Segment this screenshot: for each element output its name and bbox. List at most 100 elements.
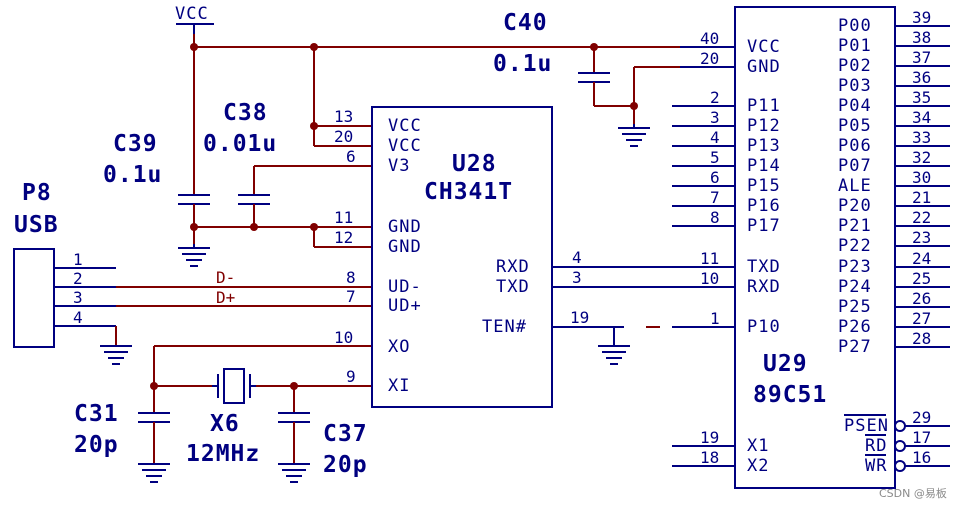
c38-value: 0.01u <box>203 131 277 157</box>
u29-pin-number: 3 <box>710 108 720 127</box>
u28-pin-10: 10 <box>334 328 353 347</box>
u29-pin-name: P05 <box>838 116 872 136</box>
u29-pin-number: 36 <box>912 68 931 87</box>
p8-ref: P8 <box>22 180 52 206</box>
u28-part: CH341T <box>424 179 513 205</box>
p8-pin-lines <box>54 267 372 346</box>
u29-pin-number: 20 <box>700 49 719 68</box>
u28-pin-name-txd: TXD <box>496 277 530 297</box>
u29-pin-number: 24 <box>912 249 931 268</box>
u29-pin-name: P06 <box>838 136 872 156</box>
u28-pin-name-xi: XI <box>388 376 410 396</box>
u29-inversion-bubble <box>894 440 906 452</box>
u29-pin-number: 37 <box>912 48 931 67</box>
u29-pin-name: X1 <box>747 436 769 456</box>
u28-chip-body <box>371 106 553 408</box>
u28-pin-name-ten: TEN# <box>482 317 527 337</box>
u29-pin-number: 29 <box>912 408 931 427</box>
u28-pin-name-vcc20: VCC <box>388 136 422 156</box>
vcc-rail <box>190 43 680 195</box>
net-dminus: D- <box>216 268 235 287</box>
x6-ref: X6 <box>210 411 240 437</box>
u29-pin-name: P02 <box>838 56 872 76</box>
u28-pin-11: 11 <box>334 208 353 227</box>
u29-pin-name: P00 <box>838 16 872 36</box>
u28-pin-name-gnd12: GND <box>388 237 422 257</box>
c40-ref: C40 <box>503 10 548 36</box>
u29-pin-number: 27 <box>912 309 931 328</box>
u28-pin-name-udp: UD+ <box>388 296 422 316</box>
u28-pin-name-rxd: RXD <box>496 257 530 277</box>
p8-usb-connector <box>13 248 55 348</box>
u29-pin-number: 30 <box>912 168 931 187</box>
u29-pin-number: 32 <box>912 148 931 167</box>
u29-ref: U29 <box>763 351 808 377</box>
u29-inversion-bubble <box>894 420 906 432</box>
u28-pin-name-xo: XO <box>388 337 410 357</box>
u29-pin-name: P10 <box>747 317 781 337</box>
u29-pin-name: PSEN <box>844 416 889 436</box>
u29-pin-number: 28 <box>912 329 931 348</box>
u29-pin-number: 33 <box>912 128 931 147</box>
u28-pin-13: 13 <box>334 107 353 126</box>
p8-value: USB <box>14 212 59 238</box>
c39-value: 0.1u <box>103 162 162 188</box>
u29-pin-number: 1 <box>710 309 720 328</box>
u29-pin-name: P13 <box>747 136 781 156</box>
u28-pin-19: 19 <box>570 308 589 327</box>
u28-pin-name-vcc13: VCC <box>388 116 422 136</box>
c39-capacitor <box>178 194 210 244</box>
u29-pin-name: VCC <box>747 37 781 57</box>
u29-pin-name: WR <box>865 456 887 476</box>
u29-pin-number: 38 <box>912 28 931 47</box>
u29-pin-name: RXD <box>747 277 781 297</box>
u29-pin-number: 16 <box>912 448 931 467</box>
u29-pin-name: P04 <box>838 96 872 116</box>
c38-capacitor <box>238 165 372 227</box>
u29-pin-name: ALE <box>838 176 872 196</box>
u29-pin-name: P27 <box>838 337 872 357</box>
u29-pin-name: P07 <box>838 156 872 176</box>
x6-value: 12MHz <box>186 441 260 467</box>
u29-chip-body <box>734 6 896 489</box>
u28-ground-net <box>190 223 372 248</box>
p8-pin-3: 3 <box>73 288 83 307</box>
c31-value: 20p <box>74 432 119 458</box>
u29-pin-number: 21 <box>912 188 931 207</box>
u28-pin-7: 7 <box>346 287 356 306</box>
c37-value: 20p <box>323 452 368 478</box>
p8-pin-2: 2 <box>73 269 83 288</box>
c38-ref: C38 <box>223 100 268 126</box>
u29-pin-name: X2 <box>747 456 769 476</box>
u29-pin-number: 5 <box>710 148 720 167</box>
u29-inversion-bubble <box>894 460 906 472</box>
u29-pin-name: P12 <box>747 116 781 136</box>
x6-crystal-icon <box>212 368 256 404</box>
net-dplus: D+ <box>216 288 235 307</box>
u28-pin-12: 12 <box>334 228 353 247</box>
u29-pin-name: RD <box>865 436 887 456</box>
u29-pin-name: P24 <box>838 277 872 297</box>
u29-pin-name: P25 <box>838 297 872 317</box>
u29-pin-number: 11 <box>700 249 719 268</box>
watermark: CSDN @易板 <box>879 486 947 500</box>
u28-pin-name-udm: UD- <box>388 277 422 297</box>
u29-pin-number: 6 <box>710 168 720 187</box>
u29-pin-name: P26 <box>838 317 872 337</box>
c39-ref: C39 <box>113 131 158 157</box>
u29-pin-number: 18 <box>700 448 719 467</box>
u28-ref: U28 <box>452 151 497 177</box>
p8-ground-icon <box>100 345 132 365</box>
c39-ground-icon <box>178 244 210 267</box>
u28-pin-6: 6 <box>346 147 356 166</box>
u29-pin-number: 40 <box>700 29 719 48</box>
u29-pin-number: 4 <box>710 128 720 147</box>
u29-pin-number: 25 <box>912 269 931 288</box>
u29-pin-name: P20 <box>838 196 872 216</box>
p8-pin-1: 1 <box>73 250 83 269</box>
u29-pin-number: 8 <box>710 208 720 227</box>
c31-ref: C31 <box>74 401 119 427</box>
